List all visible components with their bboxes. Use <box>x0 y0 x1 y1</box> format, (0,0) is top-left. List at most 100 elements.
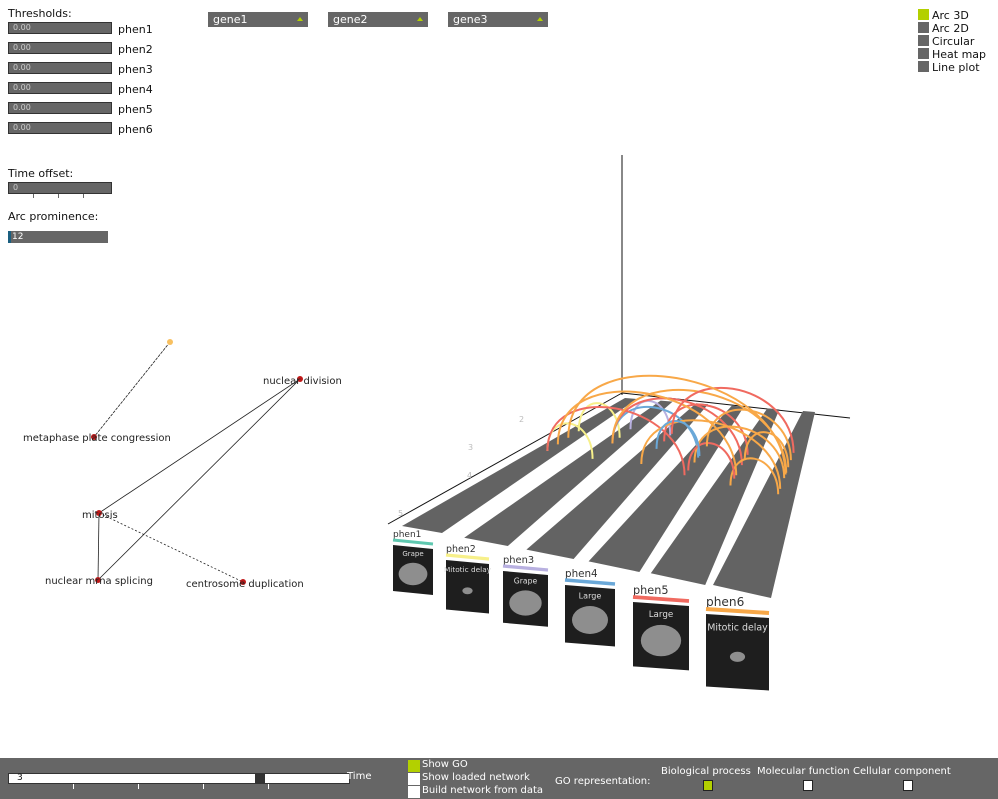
view-option-arc-3d[interactable]: Arc 3D <box>918 9 969 22</box>
cellular-component-label: Cellular component <box>853 766 951 777</box>
phenotype-strip <box>526 403 709 559</box>
phenotype-strip <box>588 405 744 572</box>
show-loaded-network-label: Show loaded network <box>422 772 530 783</box>
view-option-label: Heat map <box>932 48 987 61</box>
threshold-slider-phen2[interactable]: 0.00 <box>8 42 112 54</box>
axis-tick: 2 <box>519 415 524 424</box>
molecular-function-label: Molecular function <box>757 766 850 777</box>
threshold-slider-phen5[interactable]: 0.00 <box>8 102 112 114</box>
view-swatch-icon <box>918 61 929 72</box>
threshold-slider-phen4[interactable]: 0.00 <box>8 82 112 94</box>
biological-process-label: Biological process <box>661 766 751 777</box>
phenotype-card-phen2[interactable]: phen2 Mitotic delay <box>444 544 492 614</box>
arc-prominence-label: Arc prominence: <box>8 210 99 223</box>
dropdown-arrow-icon <box>417 17 423 21</box>
arc-prominence-slider[interactable]: 12 <box>8 231 108 243</box>
network-edge <box>97 378 301 581</box>
cell-nucleus <box>509 590 542 616</box>
card-phenotype-text: Mitotic delay <box>707 623 768 634</box>
cell-nucleus <box>729 651 746 662</box>
gene3-dropdown[interactable]: gene3 <box>448 12 548 27</box>
show-loaded-network-checkbox[interactable] <box>408 773 420 785</box>
threshold-label-phen4: phen4 <box>118 83 153 96</box>
view-swatch-icon <box>918 22 929 33</box>
axis-tick: 4 <box>467 471 472 480</box>
go-representation-label: GO representation: <box>555 776 651 787</box>
threshold-slider-phen3[interactable]: 0.00 <box>8 62 112 74</box>
view-option-label: Circular <box>932 35 975 48</box>
view-option-circular[interactable]: Circular <box>918 35 974 48</box>
view-swatch-icon <box>918 35 929 46</box>
view-option-label: Line plot <box>932 61 980 74</box>
cell-nucleus <box>640 624 682 657</box>
phenotype-strip <box>402 398 637 533</box>
show-go-label: Show GO <box>422 759 468 770</box>
molecular-function-checkbox[interactable] <box>803 780 813 791</box>
threshold-label-phen5: phen5 <box>118 103 153 116</box>
phenotype-color-bar <box>632 595 690 603</box>
card-title: phen3 <box>503 555 534 566</box>
card-title: phen6 <box>706 595 744 609</box>
visualization-canvas[interactable]: nuclear division metaphase plate congres… <box>0 0 998 758</box>
cellular-component-checkbox[interactable] <box>903 780 913 791</box>
time-slider-handle[interactable] <box>255 773 265 784</box>
show-go-checkbox[interactable] <box>408 760 420 772</box>
dropdown-arrow-icon <box>537 17 543 21</box>
view-swatch-icon <box>918 9 929 20</box>
dropdown-arrow-icon <box>297 17 303 21</box>
biological-process-checkbox[interactable] <box>703 780 713 791</box>
node-label: nuclear mrna splicing <box>45 576 153 587</box>
time-offset-label: Time offset: <box>8 167 74 180</box>
cell-nucleus <box>398 562 428 586</box>
gene1-label: gene1 <box>213 13 248 26</box>
axis-tick: 3 <box>468 443 473 452</box>
phenotype-card-phen5[interactable]: phen5 Large <box>632 584 690 671</box>
network-node[interactable] <box>240 579 246 585</box>
phenotype-color-bar <box>705 606 770 616</box>
view-swatch-icon <box>918 48 929 59</box>
network-edge <box>93 341 171 438</box>
gene2-dropdown[interactable]: gene2 <box>328 12 428 27</box>
card-title: phen4 <box>565 568 598 580</box>
time-offset-slider[interactable]: 0 <box>8 182 112 194</box>
phenotype-card-phen6[interactable]: phen6 Mitotic delay <box>705 595 770 691</box>
network-node[interactable] <box>91 434 97 440</box>
bottom-toolbar: 3 Time Show GO Show loaded network Build… <box>0 758 998 799</box>
view-option-line-plot[interactable]: Line plot <box>918 61 980 74</box>
interaction-arc <box>556 390 738 476</box>
phenotype-card-phen1[interactable]: phen1 Grape <box>392 530 434 595</box>
build-network-checkbox[interactable] <box>408 786 420 798</box>
card-phenotype-text: Grape <box>514 577 538 586</box>
threshold-label-phen3: phen3 <box>118 63 153 76</box>
phenotype-color-bar <box>564 578 616 586</box>
time-slider[interactable]: 3 <box>8 773 350 784</box>
threshold-slider-phen1[interactable]: 0.00 <box>8 22 112 34</box>
network-edge <box>97 512 100 581</box>
phenotype-card-phen3[interactable]: phen3 Grape <box>502 555 549 627</box>
network-node[interactable] <box>96 510 102 516</box>
interaction-arc <box>687 442 736 479</box>
card-title: phen1 <box>393 530 421 540</box>
thresholds-label: Thresholds: <box>8 7 72 20</box>
gene1-dropdown[interactable]: gene1 <box>208 12 308 27</box>
go-network <box>93 341 301 583</box>
phenotype-color-bar <box>392 538 434 546</box>
phenotype-color-bar <box>502 564 549 572</box>
axis-tick: 5 <box>398 509 403 518</box>
network-node[interactable] <box>95 577 101 583</box>
network-edge <box>98 378 301 514</box>
interaction-arc <box>705 408 792 461</box>
node-label: nuclear division <box>263 376 342 387</box>
view-option-label: Arc 3D <box>932 9 969 22</box>
interaction-arc <box>567 374 787 475</box>
node-label: mitosis <box>82 510 118 521</box>
view-option-heat-map[interactable]: Heat map <box>918 48 986 61</box>
phenotype-card-phen4[interactable]: phen4 Large <box>564 568 616 647</box>
view-option-arc-2d[interactable]: Arc 2D <box>918 22 969 35</box>
threshold-slider-phen6[interactable]: 0.00 <box>8 122 112 134</box>
card-title: phen5 <box>633 584 668 597</box>
card-phenotype-text: Large <box>579 591 602 600</box>
network-node[interactable] <box>167 339 173 345</box>
card-phenotype-text: Mitotic delay <box>444 565 492 574</box>
network-node[interactable] <box>297 376 303 382</box>
